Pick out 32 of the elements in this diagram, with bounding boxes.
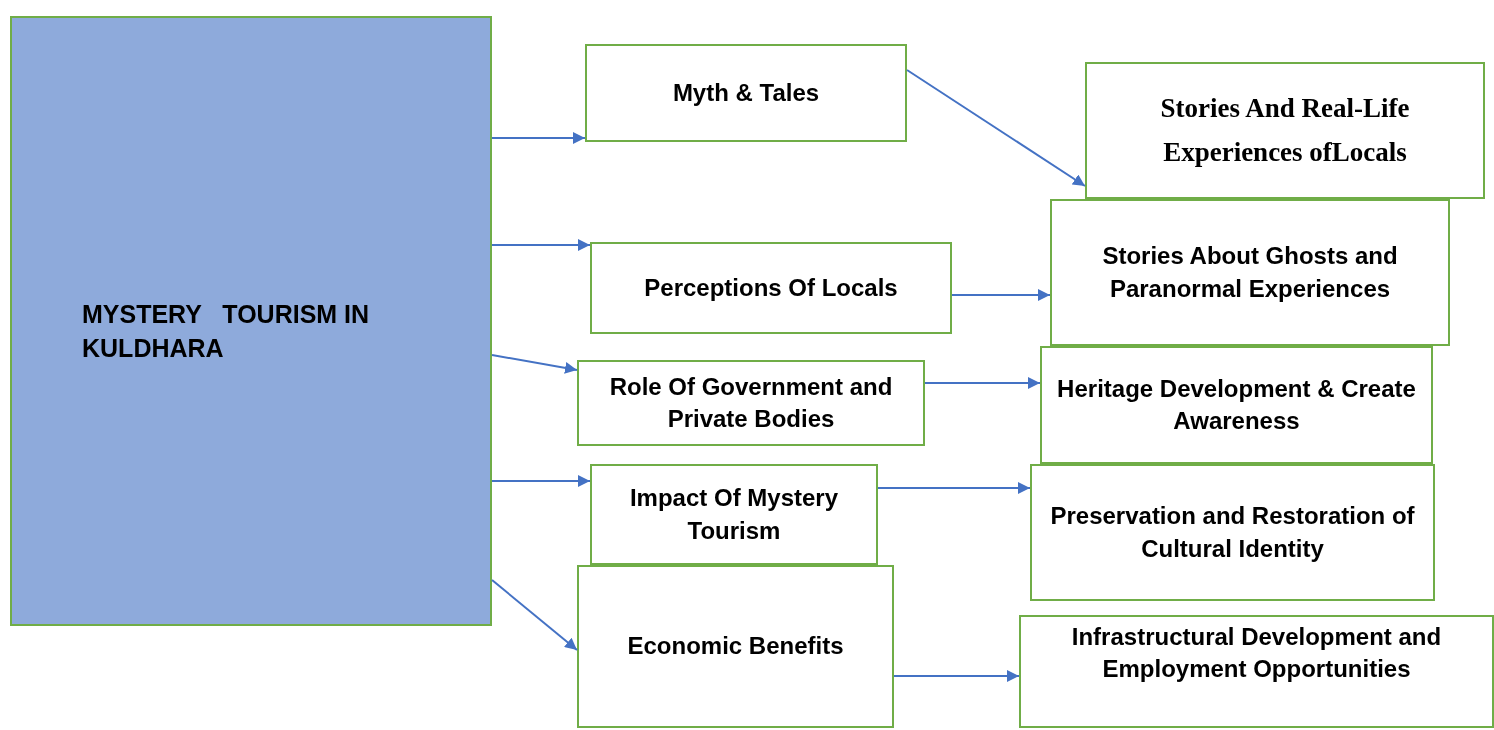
- node-label: Stories About Ghosts and Paranormal Experiences: [1101, 241, 1399, 304]
- process-box: [577, 360, 925, 446]
- node-label: Role Of Government and Private Bodies: [608, 371, 894, 434]
- arrow: [877, 482, 1031, 494]
- process-box: [1085, 62, 1485, 199]
- node-label: Myth & Tales: [672, 77, 820, 108]
- topic-box: [10, 16, 492, 626]
- node-label: Infrastructural Development and Employment Opportunities: [1070, 622, 1443, 685]
- arrow: [924, 377, 1041, 389]
- node-label: MYSTERY TOURISM IN KULDHARA: [82, 299, 371, 364]
- process-box: [577, 565, 894, 728]
- arrow: [491, 354, 578, 374]
- process-box: [590, 242, 952, 334]
- arrow: [491, 579, 578, 651]
- node-label: Perceptions Of Locals: [644, 272, 898, 303]
- arrow: [491, 239, 591, 251]
- process-box: [1050, 199, 1450, 346]
- arrow: [893, 670, 1020, 682]
- node-label: Economic Benefits: [627, 631, 844, 662]
- process-box: [1019, 615, 1494, 728]
- node-label: Stories And Real-Life Experiences ofLocals: [1159, 92, 1411, 169]
- node-label: Preservation and Restoration of Cultural Identity: [1049, 501, 1416, 564]
- process-box: [1030, 464, 1435, 601]
- arrow: [951, 289, 1051, 301]
- process-box: [590, 464, 878, 565]
- node-label: Impact Of Mystery Tourism: [628, 483, 840, 546]
- arrow: [491, 475, 591, 487]
- process-box: [585, 44, 907, 142]
- arrow: [906, 69, 1086, 187]
- arrow: [491, 132, 586, 144]
- process-box: [1040, 346, 1433, 464]
- node-label: Heritage Development & Create Awareness: [1056, 373, 1417, 436]
